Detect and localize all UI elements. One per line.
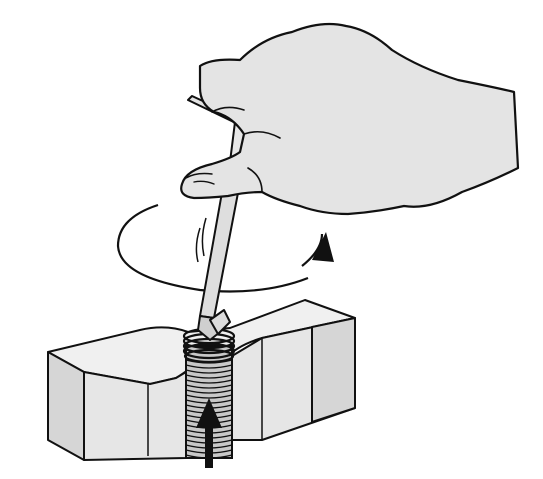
block-panel-lines (147, 327, 313, 456)
hand-icon (180, 22, 520, 216)
block-left-face (83, 371, 187, 461)
insert-coil-icon (182, 327, 236, 364)
rotation-arrow-icon (116, 203, 334, 293)
block-right-end (311, 317, 356, 423)
block-left-front (47, 351, 85, 461)
upward-arrow-icon (196, 398, 222, 468)
